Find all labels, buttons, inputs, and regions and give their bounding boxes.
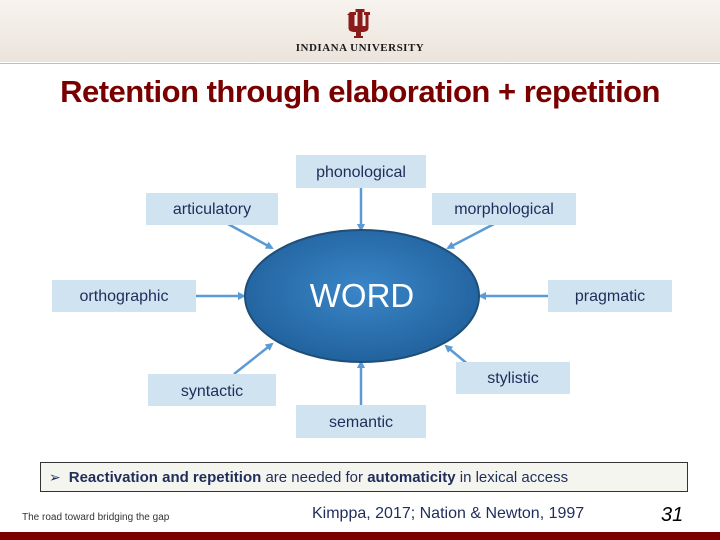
node-syntactic: syntactic <box>148 374 276 406</box>
node-label: articulatory <box>173 201 251 218</box>
arrow-morphological <box>446 222 495 250</box>
iu-trident-icon <box>347 9 370 38</box>
node-stylistic: stylistic <box>456 362 570 394</box>
node-semantic: semantic <box>296 405 426 438</box>
key-point-box: ➢ Reactivation and repetition are needed … <box>40 462 688 492</box>
note-text-2: are needed for <box>261 469 368 486</box>
node-label: orthographic <box>80 288 169 305</box>
node-phonological: phonological <box>296 155 426 188</box>
note-text-4: in lexical access <box>455 469 569 486</box>
footer-presentation-title: The road toward bridging the gap <box>22 512 170 523</box>
page-number: 31 <box>661 504 684 526</box>
node-articulatory: articulatory <box>146 193 278 225</box>
node-label: morphological <box>454 201 554 218</box>
arrow-articulatory <box>227 222 274 250</box>
citation: Kimppa, 2017; Nation & Newton, 1997 <box>312 505 585 522</box>
university-name: INDIANA UNIVERSITY <box>295 42 425 54</box>
node-pragmatic: pragmatic <box>548 280 672 312</box>
node-label: syntactic <box>181 383 243 400</box>
node-label: phonological <box>316 164 406 181</box>
arrow-bullet-icon: ➢ <box>49 469 61 485</box>
note-bold-3: automaticity <box>367 469 456 486</box>
word-label: WORD <box>310 277 414 314</box>
slide-title: Retention through elaboration + repetiti… <box>60 74 660 109</box>
node-morphological: morphological <box>432 193 576 225</box>
note-bold-1: Reactivation and repetition <box>68 469 262 486</box>
bottom-bar <box>0 532 720 540</box>
arrow-syntactic <box>233 342 274 375</box>
node-label: semantic <box>329 414 393 431</box>
node-label: pragmatic <box>575 288 645 305</box>
node-orthographic: orthographic <box>52 280 196 312</box>
university-header: INDIANA UNIVERSITY <box>0 0 720 62</box>
word-ellipse <box>244 229 480 363</box>
connector-arrows <box>196 188 548 405</box>
node-label: stylistic <box>487 370 539 387</box>
header-rule <box>0 63 720 64</box>
